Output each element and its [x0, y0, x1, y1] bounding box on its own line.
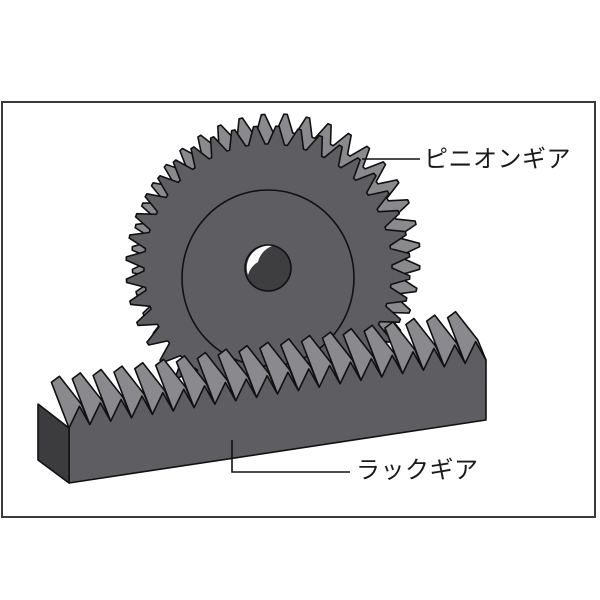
rack-gear-label: ラックギア [356, 456, 479, 484]
rack-end-face [37, 403, 70, 484]
rack-leader-line [231, 440, 350, 473]
rack-gear [37, 310, 487, 484]
pinion-bore [244, 244, 292, 292]
pinion-gear-label: ピニオンギア [424, 145, 571, 173]
pinion-gear [125, 113, 421, 411]
